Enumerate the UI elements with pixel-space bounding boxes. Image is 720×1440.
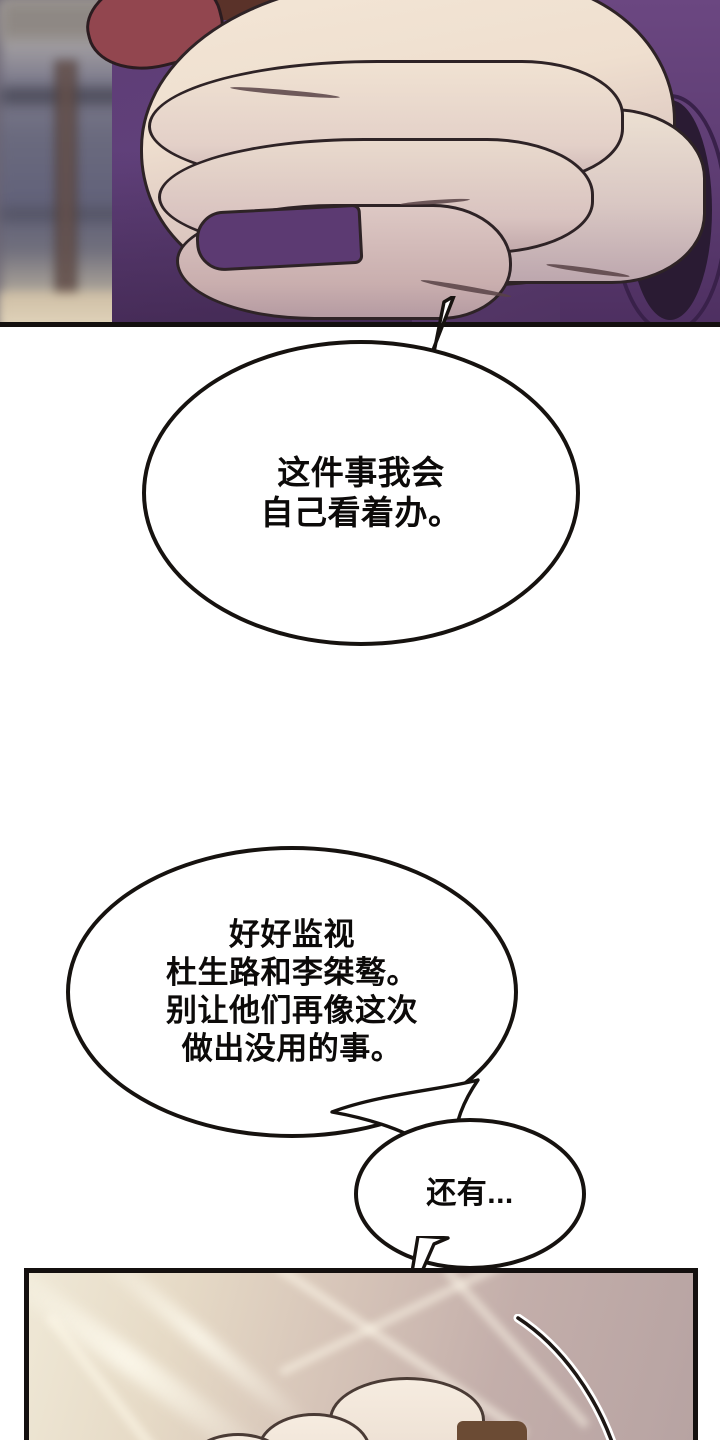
background-vertical-post (55, 60, 77, 320)
speech-bubble-instructions-text: 好好监视 杜生路和李桀骜。 别让他们再像这次 做出没用的事。 (166, 917, 418, 1066)
panel-bottom-floor-hand (24, 1268, 698, 1440)
thumb-over-robe (194, 203, 364, 273)
speech-bubble-primary-text: 这件事我会 自己看着办。 (260, 453, 462, 531)
panel-top-bottom-border (0, 322, 720, 327)
speech-bubble-trailing-text: 还有... (426, 1176, 514, 1210)
curved-hair-line (513, 1314, 617, 1440)
dark-object-edge (457, 1421, 527, 1440)
panel-top-hand-closeup (0, 0, 720, 327)
speech-bubble-trailing: 还有... (354, 1118, 586, 1270)
speech-bubble-primary: 这件事我会 自己看着办。 (142, 340, 580, 646)
